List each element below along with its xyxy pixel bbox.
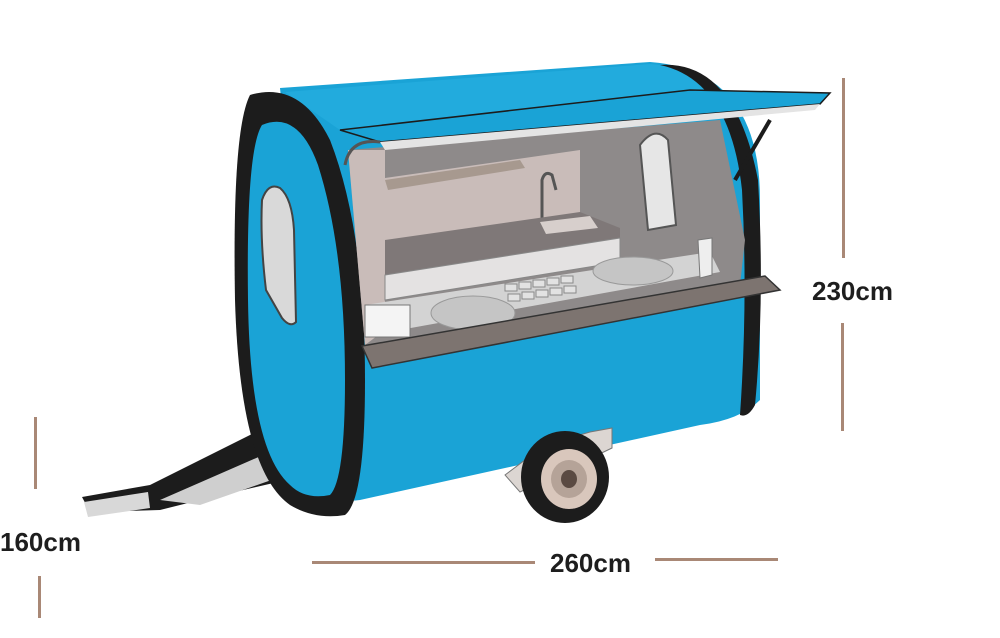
rear-end-cap [234, 92, 365, 517]
wheel-assembly [504, 427, 613, 523]
serving-window-interior [348, 120, 745, 345]
height-dimension-line-bottom [841, 323, 844, 431]
width-dimension-label: 260cm [546, 548, 635, 578]
height-dimension-label: 230cm [808, 276, 897, 306]
height-dimension-line-top [842, 78, 845, 258]
depth-dimension-label: 160cm [0, 527, 85, 557]
awning [339, 89, 832, 182]
width-dimension-line-left [312, 561, 535, 564]
width-dimension-line-right [655, 558, 778, 561]
front-rim [660, 64, 761, 416]
depth-dimension-line-top [34, 417, 37, 489]
serving-ledge [360, 275, 782, 369]
food-pans [504, 275, 577, 302]
depth-dimension-line-bottom [38, 576, 41, 618]
